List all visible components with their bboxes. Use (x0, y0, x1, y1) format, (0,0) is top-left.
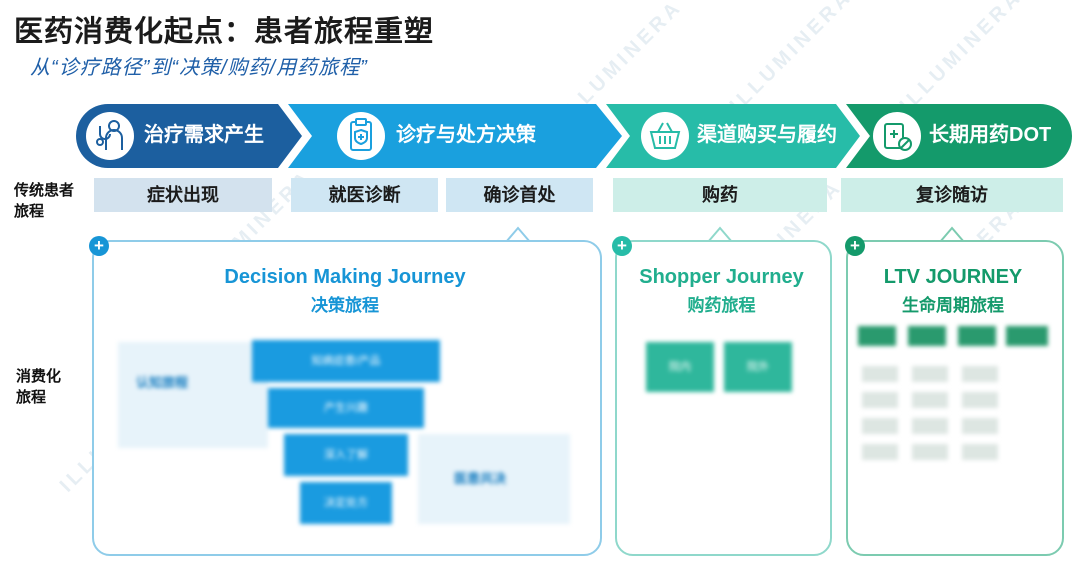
phase-label: 渠道购买与履约 (697, 124, 837, 146)
funnel-step: 深入了解 (284, 434, 408, 476)
stage-first-prescription: 确诊首处 (446, 178, 593, 212)
shopping-basket-icon (641, 112, 689, 160)
decision-journey-title: Decision Making Journey (224, 266, 466, 288)
medicine-pills-icon (873, 112, 921, 160)
watermark: ILLUMINERA (895, 0, 1027, 117)
shared-decision-label: 医患共决 (454, 471, 507, 486)
shopper-journey-title: Shopper Journey (639, 266, 804, 288)
stage-symptom: 症状出现 (94, 178, 272, 212)
channel-button: 院外 (724, 342, 792, 392)
phase-label: 治疗需求产生 (144, 124, 264, 146)
phase-label: 诊疗与处方决策 (396, 124, 536, 146)
shopper-content: 院内 院外 (630, 336, 816, 526)
funnel-step: 决定处方 (300, 482, 392, 524)
consumer-journey-label: 消费化 旅程 (16, 368, 62, 406)
plus-icon: + (612, 236, 632, 256)
phase-label: 长期用药DOT (929, 124, 1052, 146)
awareness-label: 认知旅程 (136, 375, 189, 390)
decision-funnel: 认知旅程 医患共决 知病症患/产品 产生兴趣 深入了解 决定处方 (118, 336, 573, 531)
watermark: ILLUMINERA (725, 0, 857, 117)
stage-purchase: 购药 (613, 178, 827, 212)
plus-icon: + (845, 236, 865, 256)
shopper-journey-subtitle: 购药旅程 (687, 296, 756, 315)
traditional-journey-label: 传统患者 旅程 (14, 182, 75, 220)
plus-icon: + (89, 236, 109, 256)
prescription-clipboard-icon (337, 112, 385, 160)
funnel-step: 产生兴趣 (268, 388, 424, 428)
phase-1-shape (76, 104, 302, 168)
pointers (505, 226, 965, 243)
ltv-journey-subtitle: 生命周期旅程 (902, 296, 1004, 315)
ltv-grid (858, 322, 1050, 532)
stage-follow-up: 复诊随访 (841, 178, 1063, 212)
shopper-journey-panel (615, 240, 832, 556)
ltv-journey-title: LTV JOURNEY (883, 266, 1023, 288)
decision-journey-subtitle: 决策旅程 (311, 296, 379, 315)
doctor-stethoscope-icon (86, 112, 134, 160)
funnel-step: 知病症患/产品 (252, 340, 440, 382)
stage-diagnosis: 就医诊断 (291, 178, 438, 212)
page-title: 医药消费化起点：患者旅程重塑 (14, 16, 435, 48)
channel-button: 院内 (646, 342, 714, 392)
page-subtitle: 从“诊疗路径”到“决策/购药/用药旅程” (30, 57, 368, 79)
